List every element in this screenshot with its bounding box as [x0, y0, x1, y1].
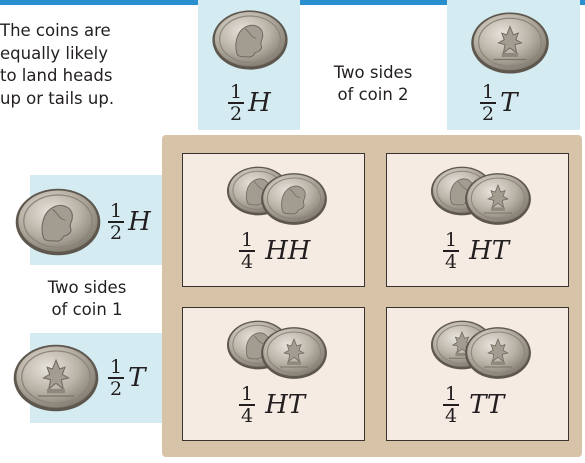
coin1-tails-probability: 1 2 T [108, 357, 145, 399]
coin2-tails-numerator: 1 [482, 81, 495, 103]
coin2-heads-letter: H [248, 87, 271, 118]
coin2-tails-icon [468, 10, 552, 76]
outcome-tt-denominator: 4 [445, 404, 458, 427]
coin2-heads-probability: 1 2 H [228, 82, 271, 124]
coin1-tails-denominator: 2 [110, 377, 123, 400]
coin2-tails-probability: 1 2 T [480, 82, 517, 124]
outcome-cell-hh: 1 4 HH [182, 153, 365, 287]
fraction-bar [239, 250, 256, 252]
coin-tails-icon [259, 324, 329, 382]
outcome-ht-bottom-probability: 1 4 HT [239, 384, 305, 426]
fraction-bar [228, 102, 245, 104]
coin1-tails-fraction: 1 2 [108, 356, 125, 400]
coin1-tails-letter: T [128, 362, 146, 393]
fraction-bar [443, 404, 460, 406]
outcome-grid: 1 4 HH 1 4 HT [162, 135, 582, 457]
fraction-bar [443, 250, 460, 252]
coin2-label-line-1: Two sides [333, 63, 413, 82]
coin1-heads-icon [12, 186, 104, 258]
coin1-tails-numerator: 1 [110, 356, 123, 378]
coin-tails-icon [463, 170, 533, 228]
fraction-bar [480, 102, 497, 104]
outcome-ht-bottom-numerator: 1 [241, 383, 254, 405]
caption-line-3: to land heads [0, 66, 113, 85]
outcome-hh-denominator: 4 [241, 250, 254, 273]
outcome-tt-numerator: 1 [445, 383, 458, 405]
caption: The coins are equally likely to land hea… [0, 20, 150, 110]
coin2-tails-fraction: 1 2 [480, 81, 497, 125]
outcome-hh-probability: 1 4 HH [239, 230, 310, 272]
coin1-heads-letter: H [128, 206, 151, 237]
coin2-tails-letter: T [500, 87, 518, 118]
coin-heads-icon [259, 170, 329, 228]
coin2-heads-denominator: 2 [230, 102, 243, 125]
coin1-label-line-1: Two sides [47, 278, 127, 297]
outcome-cell-tt: 1 4 TT [386, 307, 569, 441]
coin1-label-line-2: of coin 1 [51, 300, 123, 319]
outcome-tt-letters: TT [469, 389, 505, 420]
outcome-ht-bottom-letters: HT [265, 389, 306, 420]
caption-line-1: The coins are [0, 21, 111, 40]
outcome-hh-numerator: 1 [241, 229, 254, 251]
coin1-heads-probability: 1 2 H [108, 201, 151, 243]
coin1-heads-fraction: 1 2 [108, 200, 125, 244]
caption-line-4: up or tails up. [0, 88, 115, 108]
outcome-ht-bottom-fraction: 1 4 [239, 383, 256, 427]
coin2-heads-numerator: 1 [230, 81, 243, 103]
outcome-ht-top-denominator: 4 [445, 250, 458, 273]
outcome-hh-letters: HH [265, 235, 311, 266]
outcome-ht-bottom-denominator: 4 [241, 404, 254, 427]
coin1-heads-numerator: 1 [110, 200, 123, 222]
fraction-bar [239, 404, 256, 406]
coin-tails-icon [463, 324, 533, 382]
fraction-bar [108, 221, 125, 223]
coin2-label-line-2: of coin 2 [337, 85, 409, 104]
outcome-hh-fraction: 1 4 [239, 229, 256, 273]
outcome-cell-ht-bottom: 1 4 HT [182, 307, 365, 441]
outcome-ht-top-fraction: 1 4 [443, 229, 460, 273]
coin1-heads-denominator: 2 [110, 221, 123, 244]
coin2-tails-denominator: 2 [482, 102, 495, 125]
coin1-label: Two sides of coin 1 [22, 277, 152, 321]
outcome-ht-top-numerator: 1 [445, 229, 458, 251]
coin1-tails-icon [10, 342, 102, 414]
fraction-bar [108, 377, 125, 379]
caption-line-2: equally likely [0, 43, 109, 63]
outcome-ht-top-probability: 1 4 HT [443, 230, 509, 272]
coin2-heads-fraction: 1 2 [228, 81, 245, 125]
outcome-ht-top-letters: HT [469, 235, 510, 266]
coin2-label: Two sides of coin 2 [318, 62, 428, 106]
outcome-cell-ht-top: 1 4 HT [386, 153, 569, 287]
coin2-heads-icon [210, 8, 290, 72]
outcome-tt-probability: 1 4 TT [443, 384, 504, 426]
outcome-tt-fraction: 1 4 [443, 383, 460, 427]
